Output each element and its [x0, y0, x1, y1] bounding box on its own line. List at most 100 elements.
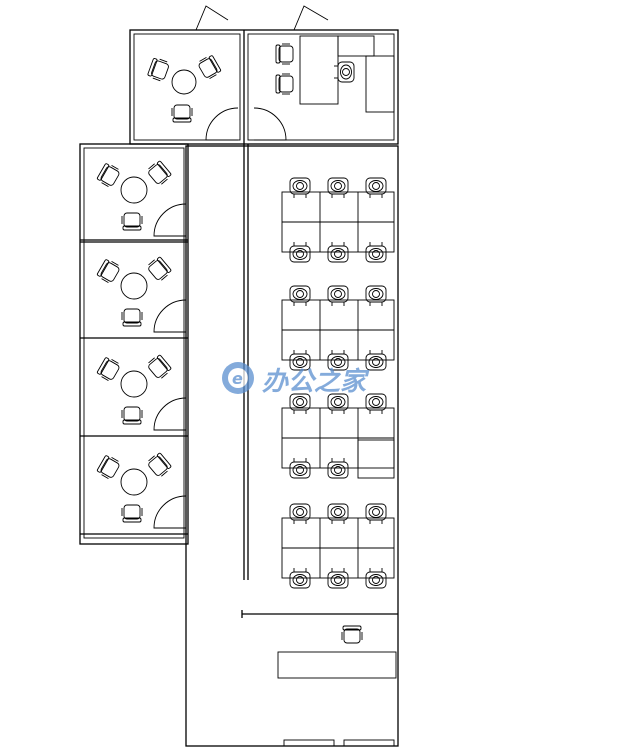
chair-seat	[365, 285, 387, 303]
chair-arm	[111, 164, 119, 170]
person-head	[372, 358, 380, 366]
chair-seat	[365, 393, 387, 411]
chair-seat	[365, 177, 387, 195]
person-shoulders	[292, 464, 308, 476]
chair-seat	[123, 212, 141, 228]
person-head	[372, 290, 380, 298]
chair-seat	[148, 164, 168, 184]
person-shoulders	[330, 574, 346, 586]
person-chair-icon	[334, 61, 355, 83]
chair-seat	[278, 75, 294, 93]
chair-arm	[101, 474, 109, 480]
chair-arm	[159, 58, 168, 63]
person-chair-icon	[289, 350, 311, 371]
main-hall-outline	[185, 145, 399, 747]
chair-seat	[289, 285, 311, 303]
door-swing-icon	[153, 495, 187, 529]
person-shoulders	[368, 506, 384, 518]
chair-back	[275, 44, 281, 64]
chair-seat	[289, 393, 311, 411]
storage-cabinet	[357, 439, 395, 479]
person-shoulders	[292, 396, 308, 408]
workstation-cluster-2	[281, 285, 395, 371]
workstation-cluster-4	[281, 503, 395, 589]
person-shoulders	[292, 356, 308, 368]
chair-arm	[101, 278, 109, 284]
chair-back	[156, 354, 172, 371]
workstation-cluster-1	[281, 177, 395, 263]
chair-seat	[148, 456, 168, 476]
chair-seat	[289, 571, 311, 589]
chair-arm	[148, 163, 155, 170]
person-shoulders	[368, 396, 384, 408]
person-chair-icon	[365, 285, 387, 306]
chair-seat	[327, 503, 349, 521]
chair-arm	[152, 77, 161, 82]
entrance-door-icon	[283, 739, 335, 747]
side-desk	[337, 35, 375, 57]
chair-seat	[289, 353, 311, 371]
person-shoulders	[330, 396, 346, 408]
person-head	[334, 466, 342, 474]
person-chair-icon	[289, 285, 311, 306]
chair-back	[96, 163, 110, 181]
person-head	[334, 398, 342, 406]
chair-seat	[278, 45, 294, 63]
chair-arm	[111, 456, 119, 462]
chair-icon	[198, 55, 222, 80]
chair-icon	[148, 160, 172, 185]
chair-icon	[96, 455, 120, 480]
chair-seat	[148, 358, 168, 378]
person-chair-icon	[289, 242, 311, 263]
person-head	[296, 182, 304, 190]
chair-back	[96, 455, 110, 473]
person-head	[296, 466, 304, 474]
door-swing-icon	[205, 107, 239, 141]
entrance-door-icon	[343, 739, 395, 747]
reception-counter	[277, 651, 397, 679]
person-chair-icon	[289, 503, 311, 524]
person-shoulders	[292, 506, 308, 518]
chair-arm	[111, 358, 119, 364]
chair-icon	[121, 504, 143, 523]
chair-arm	[199, 56, 207, 62]
person-shoulders	[292, 248, 308, 260]
chair-back	[96, 357, 110, 375]
person-shoulders	[330, 248, 346, 260]
person-chair-icon	[327, 568, 349, 589]
chair-seat	[365, 571, 387, 589]
person-head	[296, 358, 304, 366]
person-head	[334, 508, 342, 516]
meeting-room-3	[80, 354, 188, 437]
person-head	[296, 508, 304, 516]
person-head	[342, 68, 350, 76]
chair-seat	[365, 245, 387, 263]
chair-icon	[96, 357, 120, 382]
person-chair-icon	[327, 285, 349, 306]
person-chair-icon	[365, 242, 387, 263]
chair-seat	[289, 177, 311, 195]
round-table	[120, 272, 148, 300]
chair-seat	[327, 393, 349, 411]
door-swing-icon	[153, 299, 187, 333]
e-logo-inner	[228, 368, 248, 388]
person-head	[334, 358, 342, 366]
chair-seat	[100, 166, 120, 186]
person-head	[334, 250, 342, 258]
person-shoulders	[330, 356, 346, 368]
chair-back	[147, 58, 158, 77]
person-head	[334, 290, 342, 298]
chair-back	[122, 517, 142, 523]
person-head	[372, 182, 380, 190]
person-chair-icon	[365, 177, 387, 198]
chair-seat	[173, 104, 191, 120]
chair-seat	[365, 353, 387, 371]
person-shoulders	[340, 64, 352, 80]
person-shoulders	[368, 288, 384, 300]
chair-back	[342, 625, 362, 631]
chair-back	[275, 74, 281, 94]
person-head	[372, 398, 380, 406]
chair-arm	[101, 376, 109, 382]
upper-rooms-outline	[129, 29, 399, 145]
